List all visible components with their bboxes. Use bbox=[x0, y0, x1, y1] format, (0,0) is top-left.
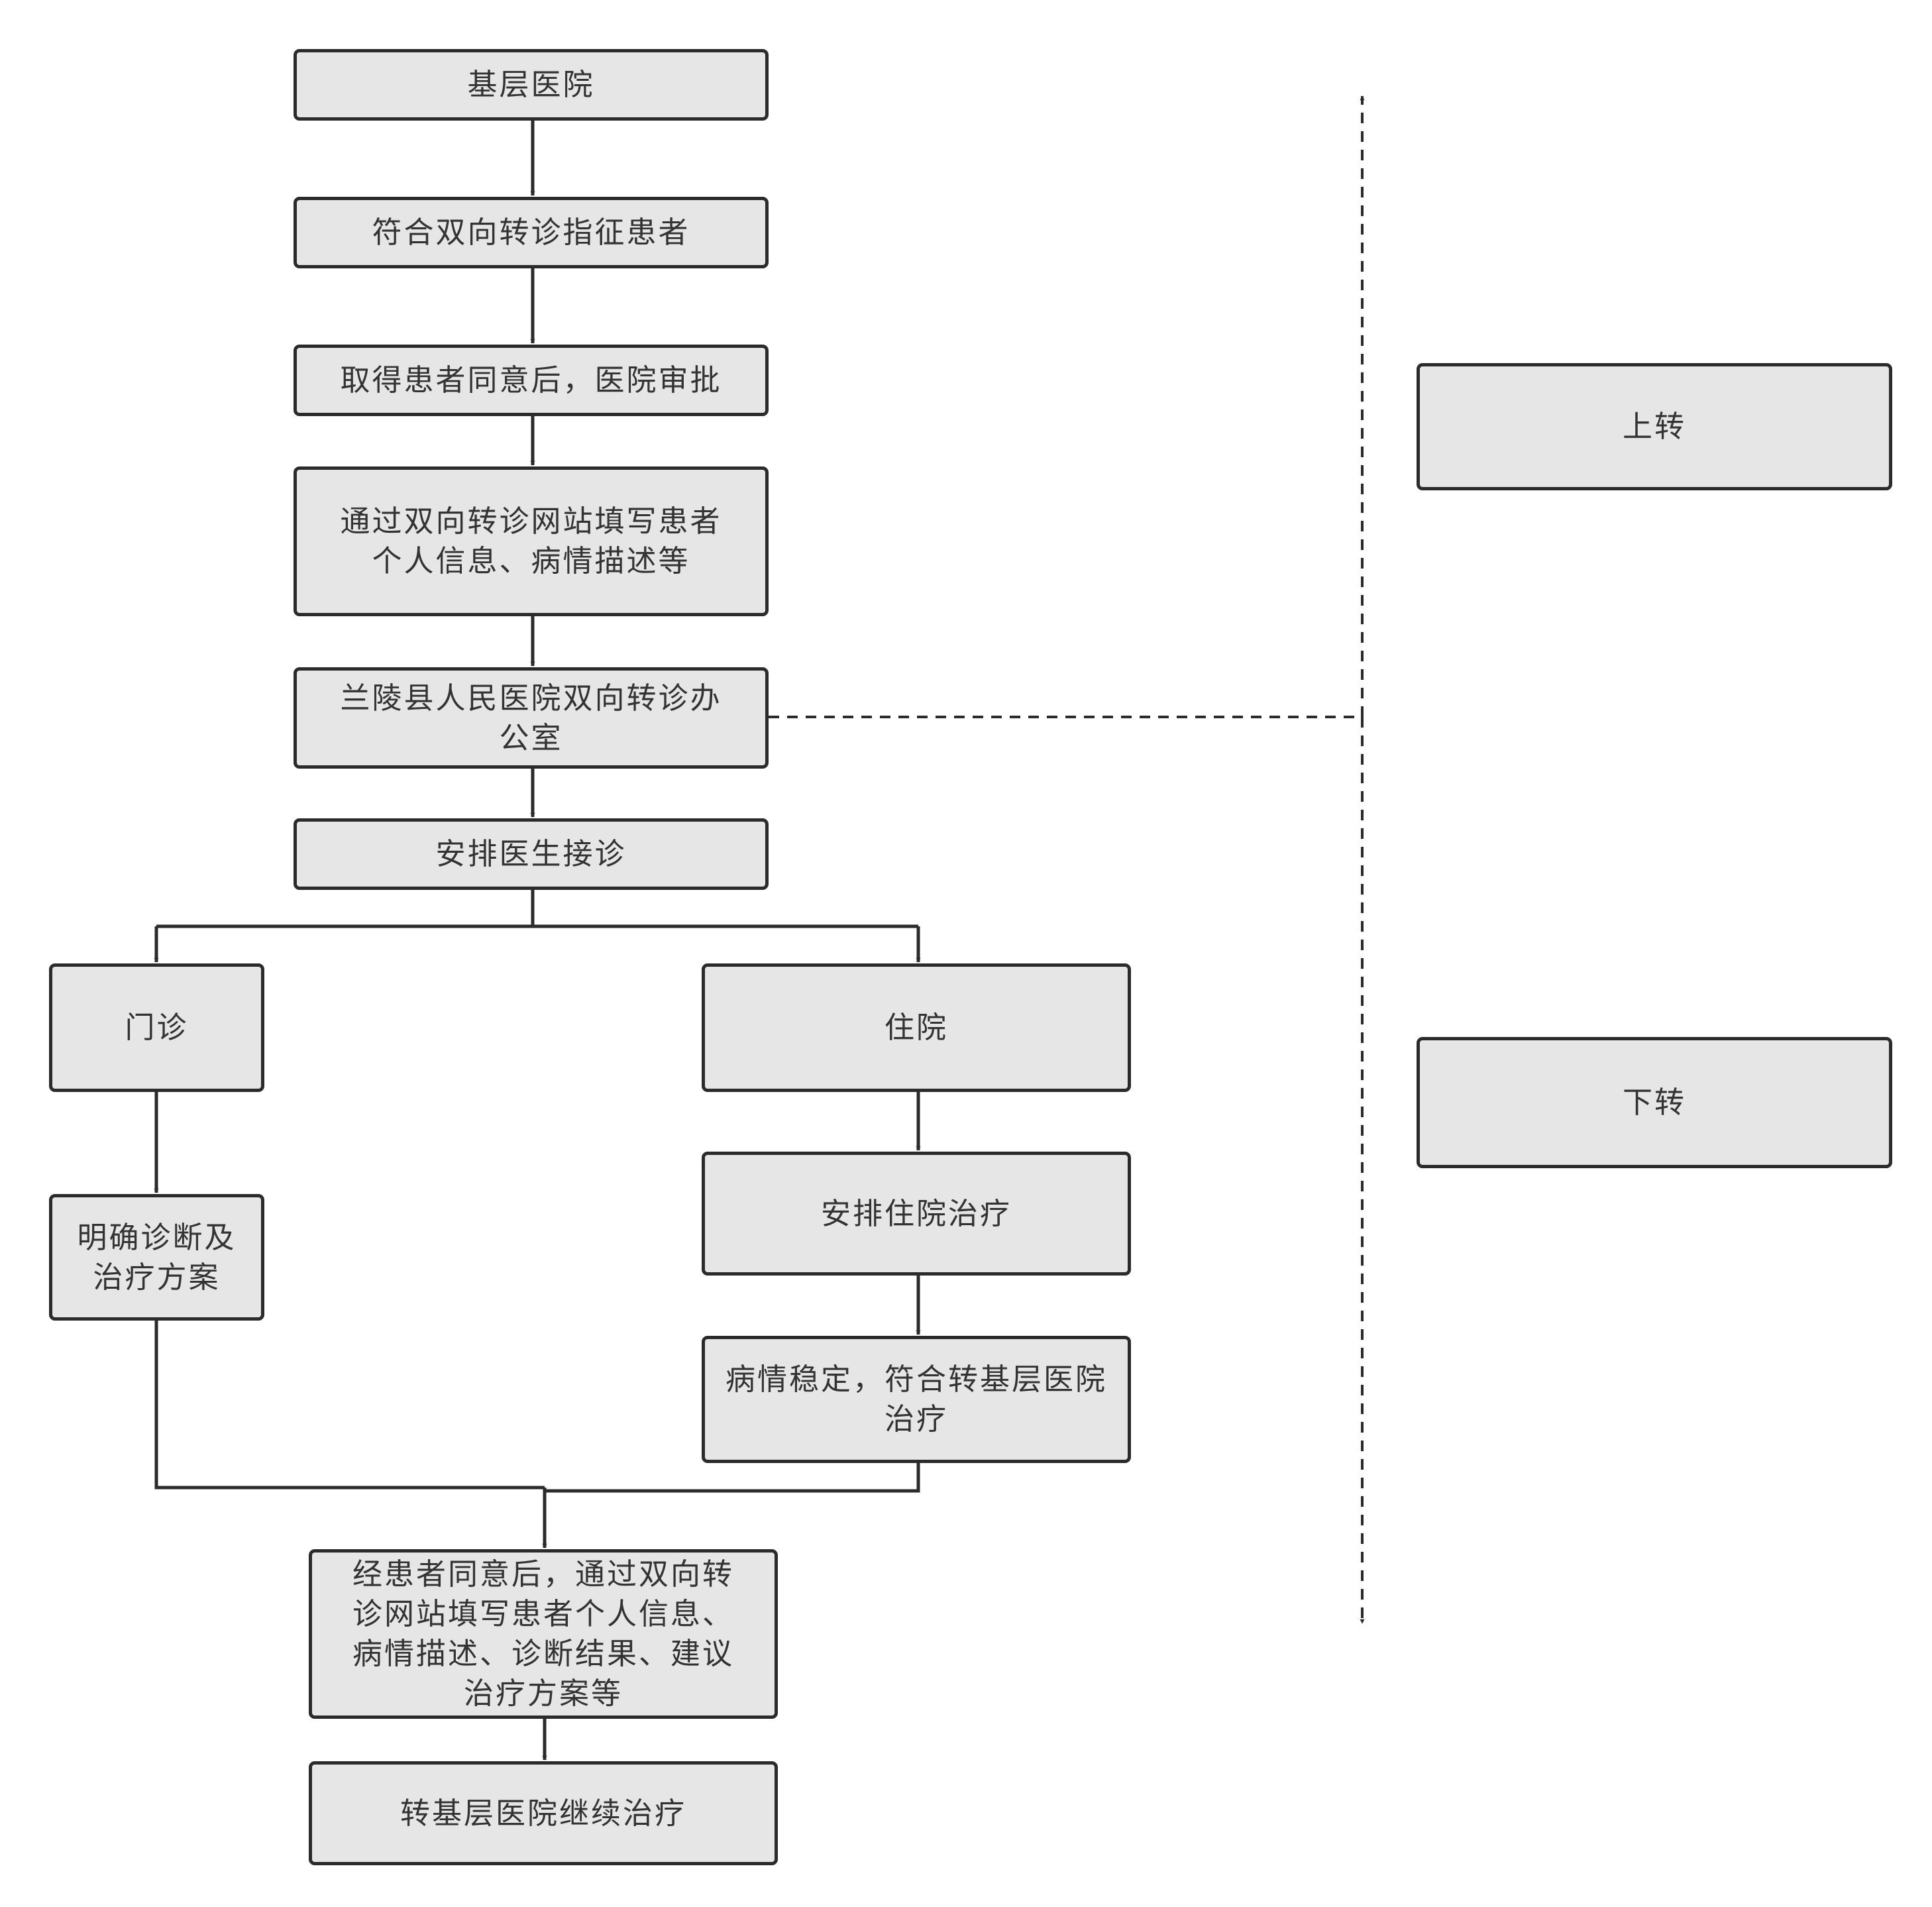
node-tongguo: 通过双向转诊网站填写患者 个人信息、病情描述等 bbox=[294, 466, 769, 616]
node-xiazhuan: 下转 bbox=[1417, 1037, 1892, 1168]
edge-bingqing-merge bbox=[545, 1463, 920, 1493]
node-xiazhuan-label: 下转 bbox=[1622, 1085, 1686, 1120]
node-mingque-label: 明确诊断及 治疗方案 bbox=[77, 1219, 237, 1295]
edge-anpai-split bbox=[156, 890, 918, 928]
edge-mingque-merge bbox=[154, 1321, 545, 1490]
node-menzhen-label: 门诊 bbox=[125, 1010, 189, 1045]
node-bingqing: 病情稳定，符合转基层医院 治疗 bbox=[702, 1336, 1131, 1463]
node-tongguo-label: 通过双向转诊网站填写患者 个人信息、病情描述等 bbox=[340, 504, 722, 578]
node-bingqing-label: 病情稳定，符合转基层医院 治疗 bbox=[725, 1362, 1107, 1437]
node-shangzhuan-label: 上转 bbox=[1622, 409, 1686, 444]
node-anpai: 安排医生接诊 bbox=[294, 818, 769, 890]
node-fuhe-label: 符合双向转诊指征患者 bbox=[372, 215, 690, 250]
node-mingque: 明确诊断及 治疗方案 bbox=[49, 1194, 264, 1321]
node-zhuyuan: 住院 bbox=[702, 963, 1131, 1092]
node-jiceng-label: 基层医院 bbox=[467, 67, 595, 102]
node-shangzhuan: 上转 bbox=[1417, 363, 1892, 490]
node-office-label: 兰陵县人民医院双向转诊办 公室 bbox=[340, 680, 722, 755]
node-qude: 取得患者同意后，医院审批 bbox=[294, 345, 769, 416]
node-zhuyuan-label: 住院 bbox=[884, 1010, 948, 1045]
node-zhuanjiceng: 转基层医院继续治疗 bbox=[309, 1761, 778, 1865]
node-qude-label: 取得患者同意后，医院审批 bbox=[340, 362, 722, 398]
node-fuhe: 符合双向转诊指征患者 bbox=[294, 197, 769, 268]
node-jiceng: 基层医院 bbox=[294, 49, 769, 121]
node-jinghuanzhe: 经患者同意后，通过双向转 诊网站填写患者个人信息、 病情描述、诊断结果、建议 治… bbox=[309, 1549, 778, 1719]
node-anpai-zhuyuan: 安排住院治疗 bbox=[702, 1152, 1131, 1276]
node-zhuanjiceng-label: 转基层医院继续治疗 bbox=[400, 1795, 686, 1831]
node-anpai-label: 安排医生接诊 bbox=[435, 836, 627, 871]
node-anpai-zhuyuan-label: 安排住院治疗 bbox=[820, 1195, 1012, 1231]
node-menzhen: 门诊 bbox=[49, 963, 264, 1092]
node-jinghuanzhe-label: 经患者同意后，通过双向转 诊网站填写患者个人信息、 病情描述、诊断结果、建议 治… bbox=[352, 1556, 734, 1711]
node-office: 兰陵县人民医院双向转诊办 公室 bbox=[294, 667, 769, 769]
